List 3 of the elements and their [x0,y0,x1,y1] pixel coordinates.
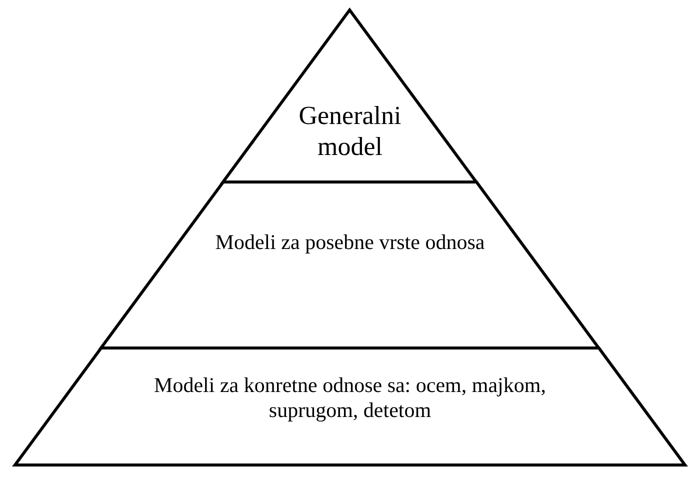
tier-label: Modeli za posebne vrste odnosa [214,230,486,256]
tier-label: Modeli za konretne odnose sa: ocem, majkom, suprugom, detetom [153,373,547,424]
tier-label: Generalni model [298,100,402,162]
